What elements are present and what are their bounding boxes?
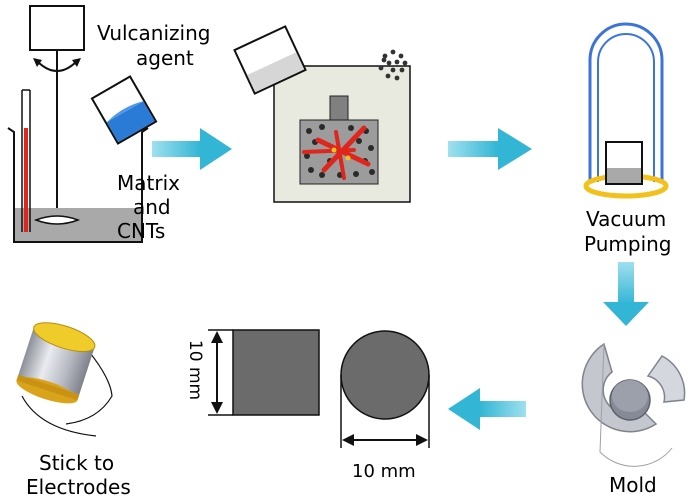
beaker-liquid <box>14 208 142 242</box>
label-dim-diameter: 10 mm <box>352 461 416 482</box>
label-matrix-line3: CNTs <box>117 219 166 243</box>
label-vulcanizing-line2: agent <box>136 46 194 70</box>
arrow-left <box>448 388 526 430</box>
powder-cup <box>233 25 307 95</box>
circular-sample <box>340 330 430 448</box>
label-dim-height: 10 mm <box>185 339 206 401</box>
arrow-right-1 <box>152 128 232 170</box>
powder-particles <box>378 49 408 81</box>
label-mold: Mold <box>609 473 657 497</box>
label-stick-line1: Stick to <box>39 451 115 475</box>
square-sample <box>208 329 320 416</box>
label-matrix-line1: Matrix <box>117 171 180 195</box>
label-stick-line2: Electrodes <box>26 475 131 499</box>
label-vulcanizing-line1: Vulcanizing <box>97 21 211 45</box>
thermometer-red <box>24 128 28 232</box>
stirring-beaker <box>7 5 149 243</box>
mixing-panel <box>273 65 411 203</box>
agent-cup <box>90 75 158 145</box>
stirrer-motor <box>29 5 85 51</box>
electrode-cylinder <box>16 322 113 437</box>
label-vacuum-line1: Vacuum <box>586 207 667 231</box>
vacuum-chamber <box>583 22 669 199</box>
stirrer-blade <box>33 215 81 225</box>
rotation-arrow-icon <box>37 61 77 72</box>
beaker <box>7 127 149 243</box>
mold <box>581 342 686 467</box>
arrow-down <box>603 262 649 326</box>
arrow-right-2 <box>448 128 532 170</box>
label-matrix-line2: and <box>133 195 171 219</box>
label-vacuum-line2: Pumping <box>584 232 672 256</box>
